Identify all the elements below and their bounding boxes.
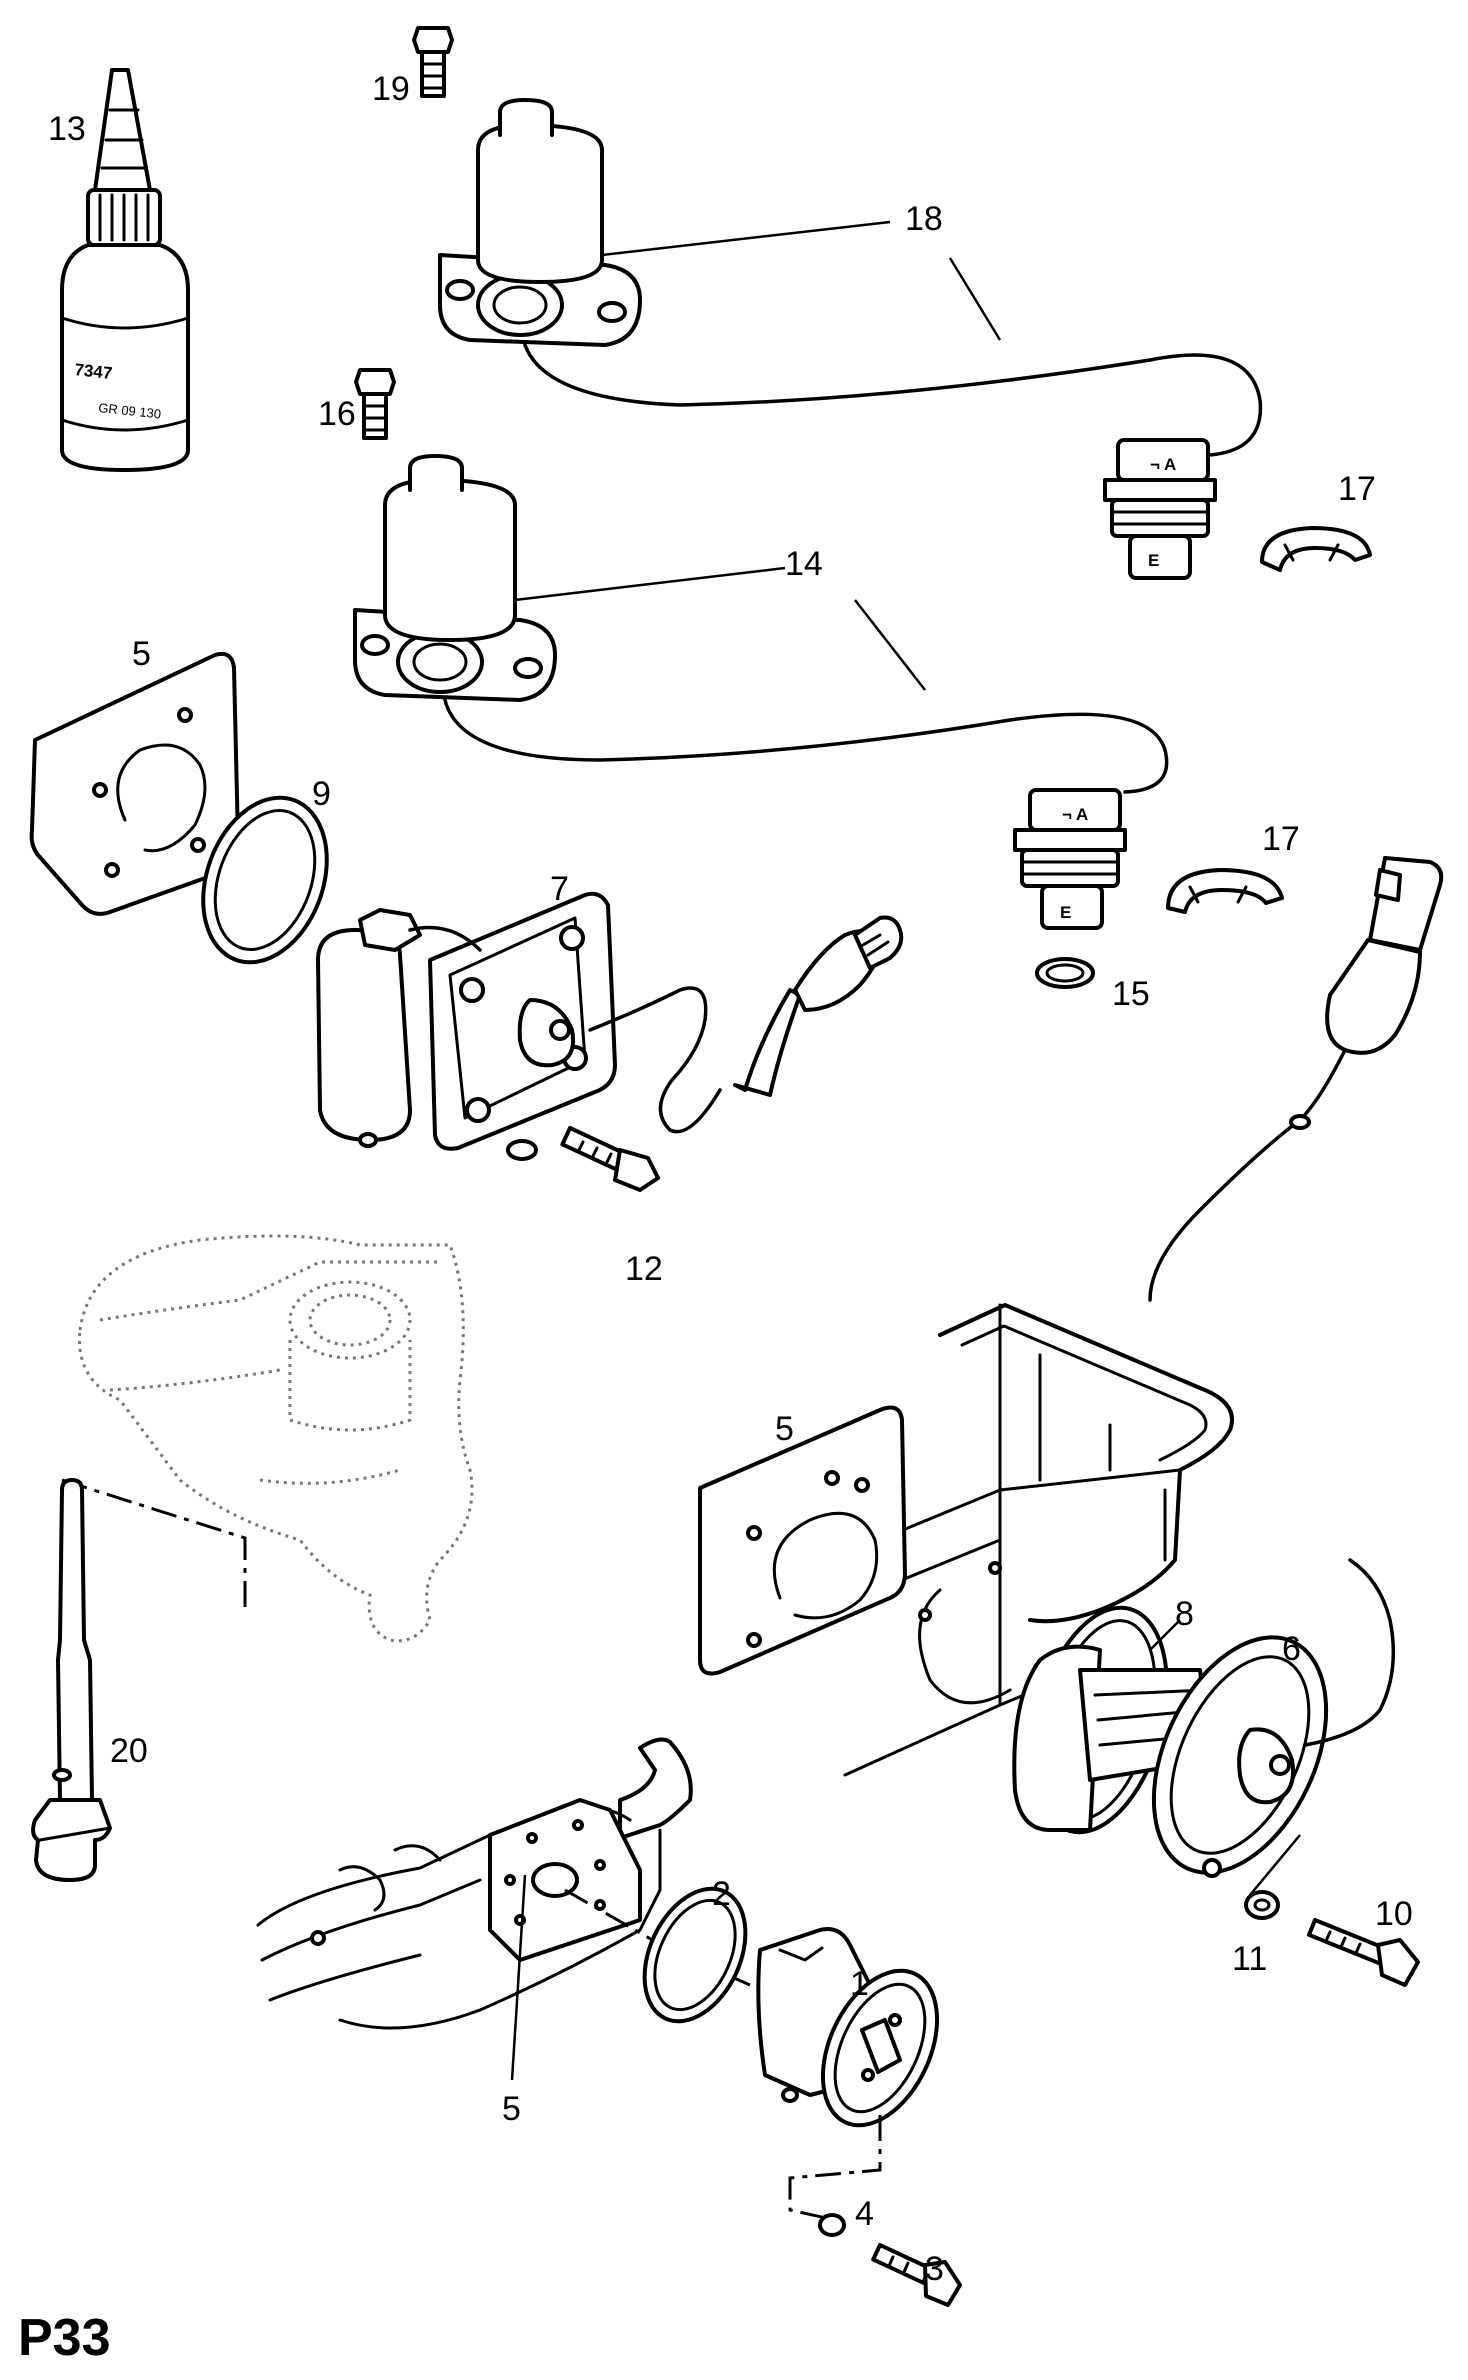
sensor-14: ¬ A E bbox=[353, 454, 1169, 930]
callout-16: 16 bbox=[318, 395, 356, 433]
gasket-5-middle bbox=[698, 1405, 1012, 1705]
pump-motor-7 bbox=[316, 891, 904, 1151]
leader-lines bbox=[510, 220, 1301, 2081]
svg-text:¬ A: ¬ A bbox=[1150, 455, 1176, 474]
callout-10: 10 bbox=[1375, 1895, 1413, 1933]
clip-17-upper bbox=[1260, 526, 1372, 572]
svg-text:¬ A: ¬ A bbox=[1062, 805, 1088, 824]
callout-12: 12 bbox=[625, 1250, 663, 1288]
bolt-12 bbox=[506, 1126, 660, 1192]
callout-14: 14 bbox=[785, 545, 823, 583]
callout-11: 11 bbox=[1232, 1940, 1267, 1978]
bottle-print-bottom: GR 09 130 bbox=[98, 400, 162, 421]
bolt-10 bbox=[1307, 1918, 1420, 1987]
bolt-19 bbox=[412, 26, 454, 98]
o-ring-15 bbox=[1035, 957, 1095, 989]
callout-9: 9 bbox=[312, 775, 331, 813]
svg-text:E: E bbox=[1148, 551, 1159, 570]
callout-5-middle: 5 bbox=[775, 1410, 794, 1448]
clip-17-lower bbox=[1166, 868, 1284, 914]
gasket-5-upper bbox=[29, 651, 240, 916]
callout-5-upper: 5 bbox=[132, 635, 151, 673]
bolt-16 bbox=[354, 368, 396, 440]
ghosted-reservoir bbox=[78, 1234, 474, 1643]
callout-17-lower: 17 bbox=[1262, 820, 1300, 858]
adhesive-bottle-13: 7347 GR 09 130 bbox=[60, 68, 190, 472]
callout-18: 18 bbox=[905, 200, 943, 238]
callout-20: 20 bbox=[110, 1732, 148, 1770]
tool-20 bbox=[31, 1478, 247, 1882]
callout-3: 3 bbox=[925, 2250, 944, 2288]
o-ring-9 bbox=[201, 795, 329, 965]
svg-text:E: E bbox=[1060, 903, 1071, 922]
callout-15: 15 bbox=[1112, 975, 1150, 1013]
washer-11 bbox=[1244, 1890, 1280, 1920]
cable-plug-right bbox=[1148, 856, 1444, 1302]
callout-13: 13 bbox=[48, 110, 86, 148]
callout-19: 19 bbox=[372, 70, 410, 108]
callout-4: 4 bbox=[855, 2195, 874, 2233]
bottle-print-top: 7347 bbox=[74, 360, 114, 383]
o-ring-2 bbox=[642, 1886, 748, 2024]
lower-bracket bbox=[256, 1737, 751, 2030]
bolt-3 bbox=[871, 2243, 962, 2307]
callout-6: 6 bbox=[1282, 1630, 1301, 1668]
sensor-18: ¬ A E bbox=[438, 98, 1263, 580]
callout-7: 7 bbox=[550, 870, 569, 908]
callout-5-lower: 5 bbox=[502, 2090, 521, 2128]
page-code: P33 bbox=[18, 2309, 111, 2367]
callout-17-upper: 17 bbox=[1338, 470, 1376, 508]
nut-4 bbox=[818, 2213, 846, 2237]
callout-2: 2 bbox=[712, 1875, 731, 1913]
callout-1: 1 bbox=[850, 1965, 869, 2003]
callout-8: 8 bbox=[1175, 1595, 1194, 1633]
pump-unit-6 bbox=[1012, 1558, 1396, 1878]
sender-1 bbox=[756, 1927, 940, 2222]
